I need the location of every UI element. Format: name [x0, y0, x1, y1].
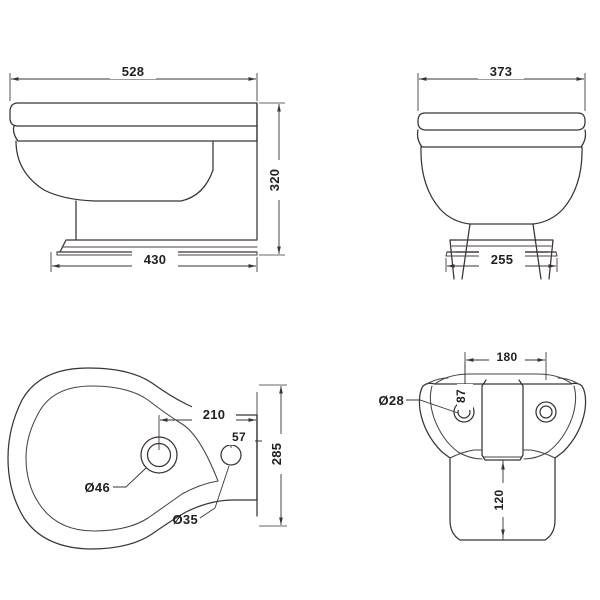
dimension-label-255: 255 [491, 252, 514, 267]
dimension-label-diameter-35: Ø35 [173, 512, 198, 527]
dimension-320: 320 [259, 102, 288, 256]
dimension-120: 120 [492, 460, 512, 540]
dimension-label-180: 180 [497, 350, 518, 364]
dimension-label-210: 210 [203, 407, 226, 422]
dimension-label-diameter-46: Ø46 [85, 480, 110, 495]
view-front-elevation: 373 255 [416, 62, 587, 280]
dimension-285: 285 [259, 384, 290, 527]
dimension-528: 528 [9, 62, 258, 101]
dimension-label-320: 320 [267, 169, 282, 192]
rear-outline [418, 373, 587, 541]
dimension-label-285: 285 [269, 443, 284, 466]
dimension-label-373: 373 [490, 64, 513, 79]
dimension-180: 180 [464, 349, 547, 400]
dimension-label-87: 87 [454, 389, 468, 403]
view-side-elevation: 528 320 430 [9, 62, 288, 272]
dimension-label-120: 120 [492, 490, 506, 511]
view-plan: 210 57 285 Ø46 [7, 367, 290, 550]
dimension-255: 255 [445, 250, 558, 272]
dimension-label-diameter-28: Ø28 [379, 393, 404, 408]
dimension-210: 210 [158, 392, 258, 450]
view-rear: 180 87 Ø28 120 [379, 349, 587, 541]
dimension-373: 373 [417, 62, 586, 111]
side-elevation-outline [9, 102, 258, 256]
dimension-diameter-28: Ø28 [379, 393, 459, 414]
dimension-57: 57 [223, 430, 262, 448]
dimension-diameter-46: Ø46 [85, 467, 147, 495]
dimension-label-528: 528 [122, 64, 145, 79]
dimension-label-57: 57 [232, 430, 246, 444]
dimension-label-430: 430 [144, 252, 167, 267]
dimension-87: 87 [454, 362, 473, 410]
dimension-430: 430 [50, 250, 258, 272]
dimension-diameter-35: Ø35 [173, 465, 230, 527]
